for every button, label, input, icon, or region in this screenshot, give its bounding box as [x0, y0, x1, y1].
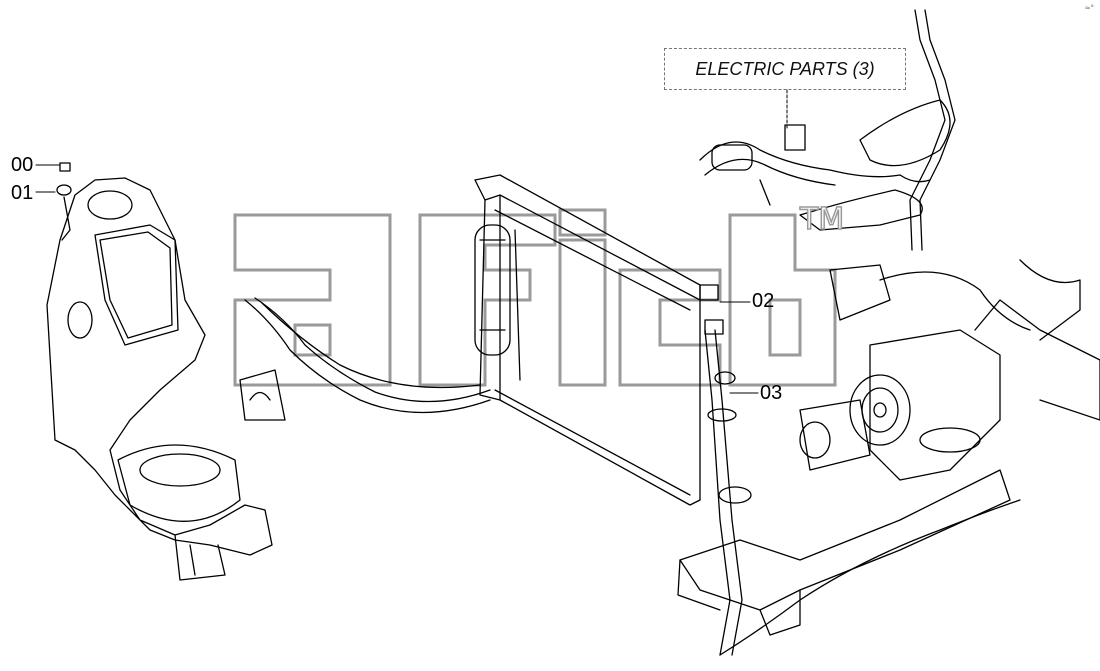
leader-lines	[35, 89, 788, 394]
drier-pipe	[699, 284, 752, 656]
console-housing	[46, 162, 273, 581]
harness-upper	[699, 9, 1081, 341]
condenser	[474, 174, 701, 506]
part-label-02: 02	[752, 290, 775, 312]
corner-mark: ≈°	[1084, 4, 1094, 12]
part-label-00: 00	[11, 154, 34, 176]
ac-hoses-left	[239, 297, 491, 421]
electric-parts-callout: ELECTRIC PARTS (3)	[664, 48, 906, 90]
part-label-03: 03	[760, 382, 783, 404]
watermark-logo	[233, 208, 837, 387]
part-label-01: 01	[11, 182, 34, 204]
compressor	[799, 299, 1100, 481]
lower-rail	[677, 469, 1021, 656]
trademark-mark: TM	[799, 202, 845, 237]
